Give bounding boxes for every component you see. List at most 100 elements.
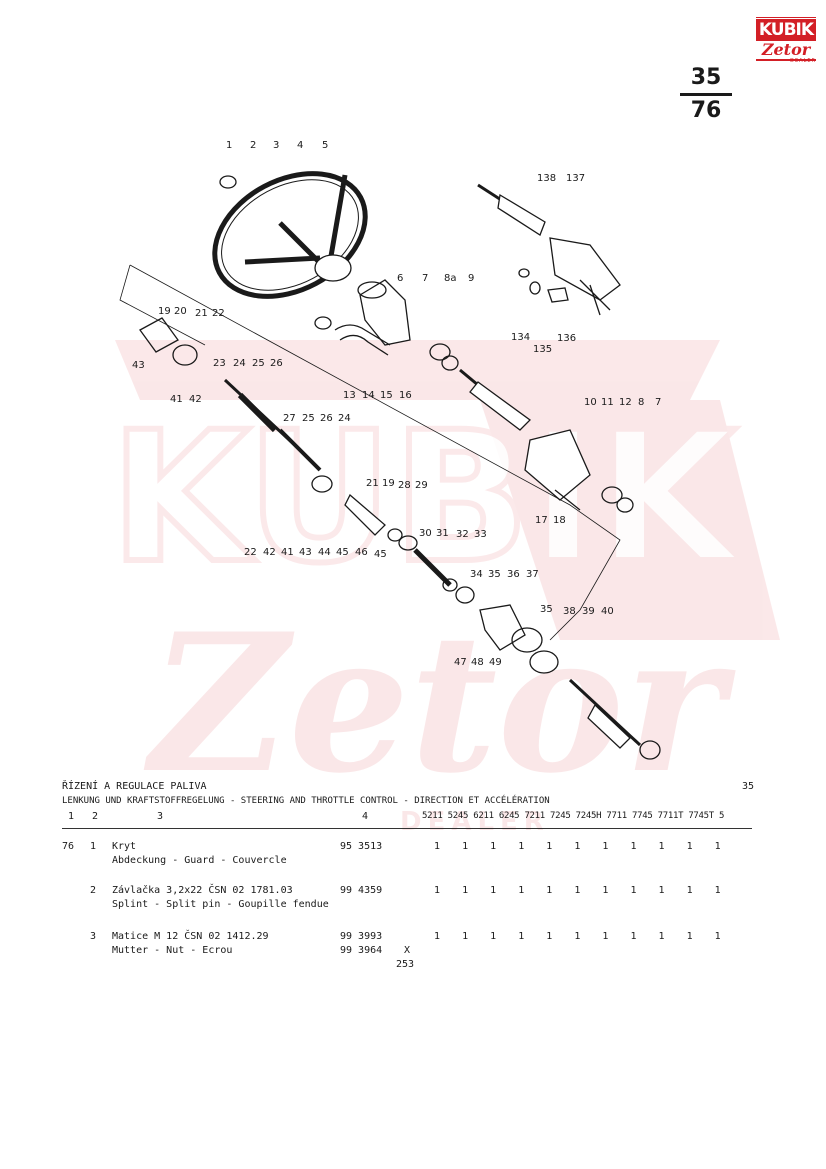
row2-name-cz: Závlačka 3,2x22 ČSN 02 1781.03 [112,885,293,896]
callout-43b: 43 [299,547,312,558]
row1-qty: 1 1 1 1 1 1 1 1 1 1 1 [434,841,721,852]
callout-39: 39 [582,606,595,617]
callout-21b: 21 [366,478,379,489]
callout-11: 11 [601,397,614,408]
row3-name-multi: Mutter - Nut - Ecrou [112,945,233,956]
row2-pos: 2 [90,885,97,896]
callout-27: 27 [283,413,296,424]
callout-19: 19 [158,306,171,317]
row1-name-cz: Kryt [112,841,137,852]
callout-18: 18 [553,515,566,526]
row1-name-multi: Abdeckung - Guard - Couvercle [112,855,287,866]
callout-41: 41 [170,394,183,405]
callout-45: 45 [336,547,349,558]
col-header-4: 4 [362,811,369,822]
callout-7b: 7 [655,397,661,408]
callout-20: 20 [174,306,187,317]
col-header-3: 3 [157,811,164,822]
callout-25: 25 [252,358,265,369]
callout-8a: 8a [444,273,457,284]
logo-kubik: KUBIK [756,16,816,41]
callout-2: 2 [250,140,256,151]
row3-part-no-alt: 99 3964 [340,945,383,956]
row2-part-no: 99 4359 [340,885,383,896]
callout-23: 23 [213,358,226,369]
callout-5: 5 [322,140,328,151]
callout-49: 49 [489,657,502,668]
callout-34: 34 [470,569,483,580]
callout-37: 37 [526,569,539,580]
row2-name-multi: Splint - Split pin - Goupille fendue [112,899,329,910]
callout-47: 47 [454,657,467,668]
header-rule [62,828,752,829]
row3-qty: 1 1 1 1 1 1 1 1 1 1 1 [434,931,721,942]
callout-9: 9 [468,273,474,284]
callout-29: 29 [415,480,428,491]
callout-41b: 41 [281,547,294,558]
callout-45b: 45 [374,549,387,560]
callout-26: 26 [270,358,283,369]
callout-6: 6 [397,273,403,284]
callout-43: 43 [132,360,145,371]
title-cz: ŘÍZENÍ A REGULACE PALIVA [62,781,207,792]
col-header-1: 1 [68,811,75,822]
callout-1: 1 [226,140,232,151]
callout-134: 134 [511,332,530,343]
callout-7: 7 [422,273,428,284]
callout-4: 4 [297,140,303,151]
callout-42: 42 [189,394,202,405]
row3-part-no: 99 3993 [340,931,383,942]
row3-alt-mark: X [404,945,411,956]
callout-138: 138 [537,173,556,184]
row1-pos: 1 [90,841,97,852]
callout-31: 31 [436,528,449,539]
callout-10: 10 [584,397,597,408]
model-7711T: 7711T [657,811,684,821]
row3-alt-note: 253 [396,959,415,970]
callout-38: 38 [563,606,576,617]
col-header-2: 2 [92,811,99,822]
callout-13: 13 [343,390,356,401]
logo-dealer: DEALER [790,58,816,64]
callout-21: 21 [195,308,208,319]
callout-135: 135 [533,344,552,355]
callout-14: 14 [362,390,375,401]
callout-35b: 35 [540,604,553,615]
model-headers: 5211 5245 6211 6245 7211 7245 7245H 7711… [422,810,724,823]
callout-3: 3 [273,140,279,151]
callout-26b: 26 [320,413,333,424]
callout-36: 36 [507,569,520,580]
row1-part-no: 95 3513 [340,841,383,852]
callout-22b: 22 [244,547,257,558]
callout-8: 8 [638,397,644,408]
model-6211: 6211 [473,811,494,821]
callout-136: 136 [557,333,576,344]
row3-pos: 3 [90,931,97,942]
callout-28: 28 [398,480,411,491]
callout-137: 137 [566,173,585,184]
model-7711: 7711 [606,811,627,821]
page-number-rule [680,93,732,96]
model-7245: 7245 [550,811,571,821]
model-6245: 6245 [498,811,520,821]
model-7211: 7211 [524,811,545,821]
steering-exploded-diagram: 1 2 3 4 5 138 137 6 7 8a 9 134 135 136 1… [119,140,661,760]
callout-46: 46 [355,547,368,558]
row1-fig: 76 [62,841,75,852]
callout-35: 35 [488,569,501,580]
callout-33: 33 [474,529,487,540]
model-7745T: 7745T [688,811,714,821]
callout-42b: 42 [263,547,276,558]
callout-32: 32 [456,529,469,540]
kubik-zetor-logo: KUBIK Zetor DEALER [756,16,816,64]
callout-44: 44 [318,547,331,558]
callout-17: 17 [535,515,548,526]
model-5211: 5211 [422,811,443,821]
callout-19b: 19 [382,478,395,489]
logo-zetor: Zetor [756,41,816,61]
model-7245H: 7245H [575,811,602,821]
model-7745: 7745 [631,811,653,821]
callout-12: 12 [619,397,632,408]
callout-40: 40 [601,606,614,617]
callout-30: 30 [419,528,432,539]
